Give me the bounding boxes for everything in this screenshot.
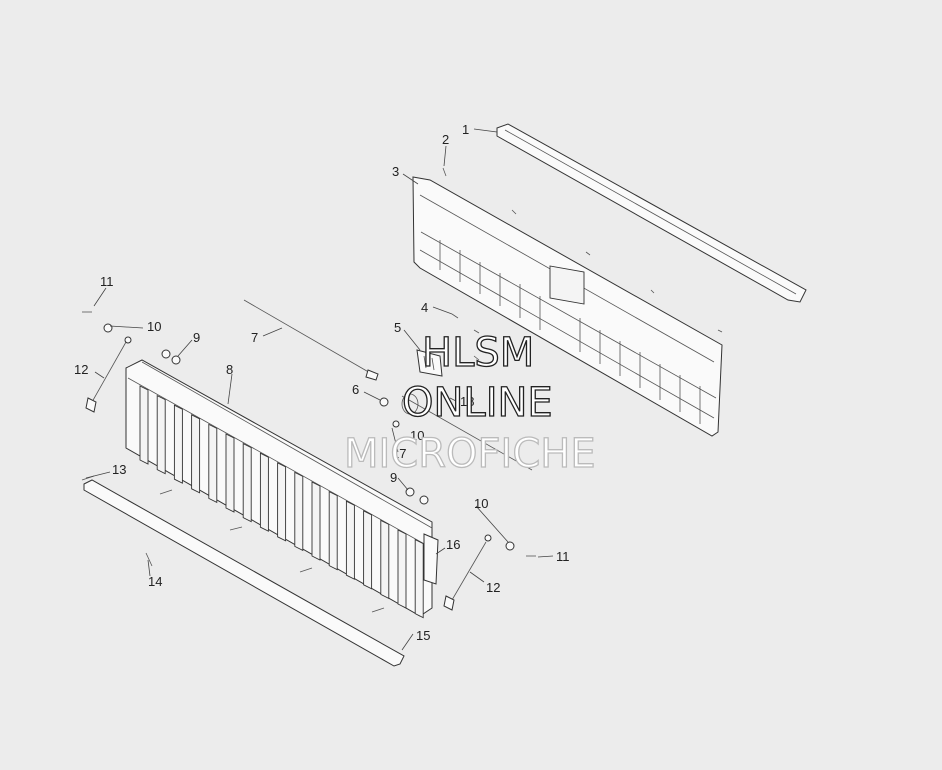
part-5-latch [416, 349, 443, 377]
callout-15: 15 [416, 628, 430, 643]
callout-9-left: 9 [193, 330, 200, 345]
screw-fasteners [442, 167, 723, 361]
callout-11-left: 11 [100, 274, 114, 289]
leader-lines [85, 128, 554, 651]
watermark-line-3: MICROFICHE [344, 431, 596, 477]
panel-slot [294, 471, 304, 552]
outer-panel-slots [139, 385, 424, 619]
watermark-line-1: HLSM [422, 330, 534, 376]
callout-10-left: 10 [147, 319, 161, 334]
panel-slot [208, 423, 218, 504]
callout-18: 18 [460, 394, 474, 409]
panel-slot [345, 500, 355, 580]
callout-7: 7 [251, 330, 258, 345]
part-15-lower-rail [83, 479, 405, 667]
panel-slot [397, 529, 407, 609]
callout-16: 16 [446, 537, 460, 552]
part-12-cable-left [85, 336, 132, 413]
callout-13: 13 [112, 462, 126, 477]
watermark: HLSM ONLINE MICROFICHE [343, 329, 596, 477]
part-7-rod [243, 299, 379, 381]
part-1-top-cap [496, 123, 807, 303]
part-18-rod [401, 393, 533, 471]
panel-slot [225, 433, 235, 513]
watermark-line-2: ONLINE [402, 380, 553, 426]
part-12-cable-right [443, 534, 492, 611]
panel-slot [173, 404, 183, 484]
callout-3: 3 [392, 164, 399, 179]
callout-labels: 1 2 3 4 5 6 7 8 9 10 11 12 13 14 15 16 1… [74, 122, 570, 643]
callout-4: 4 [421, 300, 428, 315]
callout-9-right: 9 [390, 470, 397, 485]
callout-10-right: 10 [474, 496, 488, 511]
panel-slot [156, 394, 166, 475]
panel-slot [414, 538, 424, 619]
part-3-inner-panel [412, 176, 723, 437]
callout-6: 6 [352, 382, 359, 397]
panel-slot [191, 414, 201, 494]
panel-slot [259, 452, 269, 532]
callout-1: 1 [462, 122, 469, 137]
callout-14: 14 [148, 574, 162, 589]
panel-slot [311, 481, 321, 561]
panel-slot [363, 510, 373, 590]
callout-12-left: 12 [74, 362, 88, 377]
panel-slot [242, 442, 252, 523]
callout-10-mid: 10 [410, 428, 424, 443]
callout-11-right: 11 [556, 549, 570, 564]
callout-5: 5 [394, 320, 401, 335]
callout-2: 2 [442, 132, 449, 147]
callout-12-right: 12 [486, 580, 500, 595]
callout-8: 8 [226, 362, 233, 377]
inner-panel-ribs [439, 240, 701, 424]
panel-slot [139, 385, 149, 465]
panel-slot [328, 490, 338, 571]
panel-slot [277, 462, 287, 542]
panel-slot [380, 519, 390, 600]
callout-17: 17 [392, 446, 406, 461]
part-8-outer-panel [125, 359, 433, 619]
part-16-bracket [423, 533, 439, 585]
